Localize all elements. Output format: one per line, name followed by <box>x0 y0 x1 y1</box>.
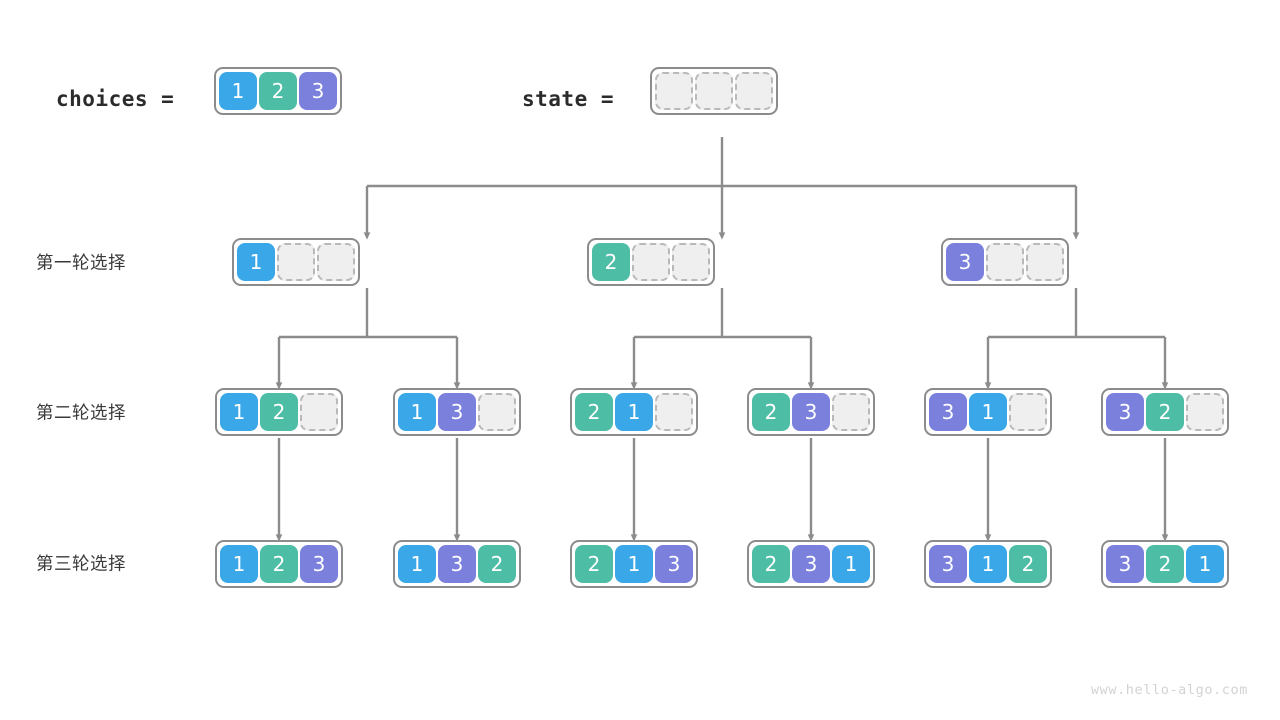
choices-cell-1: 2 <box>259 72 297 110</box>
cell-level3-0-2: 3 <box>300 545 338 583</box>
cell-level3-5-0: 3 <box>1106 545 1144 583</box>
cell-level3-0-0: 1 <box>220 545 258 583</box>
node-level2-5: 3 2 <box>1101 388 1229 436</box>
cell-level1-1-0: 2 <box>592 243 630 281</box>
cell-level1-2-2 <box>1026 243 1064 281</box>
node-level3-5: 3 2 1 <box>1101 540 1229 588</box>
row-label-round-2: 第二轮选择 <box>36 403 126 424</box>
cell-level2-1-2 <box>478 393 516 431</box>
cell-level2-4-0: 3 <box>929 393 967 431</box>
cell-level2-2-2 <box>655 393 693 431</box>
cell-level1-0-2 <box>317 243 355 281</box>
cell-level3-4-0: 3 <box>929 545 967 583</box>
cell-level2-2-0: 2 <box>575 393 613 431</box>
choices-cell-2: 3 <box>299 72 337 110</box>
cell-level2-5-2 <box>1186 393 1224 431</box>
row-label-round-1: 第一轮选择 <box>36 253 126 274</box>
node-level2-2: 2 1 <box>570 388 698 436</box>
state-array <box>650 67 778 115</box>
cell-level2-0-0: 1 <box>220 393 258 431</box>
cell-level3-2-1: 1 <box>615 545 653 583</box>
cell-level3-4-1: 1 <box>969 545 1007 583</box>
node-level1-1: 2 <box>587 238 715 286</box>
cell-level2-0-1: 2 <box>260 393 298 431</box>
node-level2-3: 2 3 <box>747 388 875 436</box>
cell-level2-3-1: 3 <box>792 393 830 431</box>
watermark: www.hello-algo.com <box>1090 682 1248 698</box>
state-cell-2 <box>735 72 773 110</box>
row-label-round-3: 第三轮选择 <box>36 554 126 575</box>
cell-level2-0-2 <box>300 393 338 431</box>
state-cell-0 <box>655 72 693 110</box>
cell-level1-0-0: 1 <box>237 243 275 281</box>
choices-array: 1 2 3 <box>214 67 342 115</box>
node-level2-1: 1 3 <box>393 388 521 436</box>
cell-level1-2-0: 3 <box>946 243 984 281</box>
node-level3-0: 1 2 3 <box>215 540 343 588</box>
choices-label: choices = <box>56 87 175 111</box>
cell-level3-5-1: 2 <box>1146 545 1184 583</box>
cell-level3-1-1: 3 <box>438 545 476 583</box>
cell-level3-4-2: 2 <box>1009 545 1047 583</box>
cell-level2-2-1: 1 <box>615 393 653 431</box>
node-level2-4: 3 1 <box>924 388 1052 436</box>
cell-level2-5-1: 2 <box>1146 393 1184 431</box>
node-level3-3: 2 3 1 <box>747 540 875 588</box>
cell-level1-0-1 <box>277 243 315 281</box>
node-level3-1: 1 3 2 <box>393 540 521 588</box>
cell-level1-1-1 <box>632 243 670 281</box>
cell-level3-2-0: 2 <box>575 545 613 583</box>
cell-level2-1-1: 3 <box>438 393 476 431</box>
cell-level3-3-1: 3 <box>792 545 830 583</box>
cell-level1-2-1 <box>986 243 1024 281</box>
node-level2-0: 1 2 <box>215 388 343 436</box>
choices-cell-0: 1 <box>219 72 257 110</box>
cell-level3-3-0: 2 <box>752 545 790 583</box>
cell-level3-5-2: 1 <box>1186 545 1224 583</box>
cell-level3-0-1: 2 <box>260 545 298 583</box>
cell-level3-1-2: 2 <box>478 545 516 583</box>
cell-level3-3-2: 1 <box>832 545 870 583</box>
node-level1-2: 3 <box>941 238 1069 286</box>
cell-level2-5-0: 3 <box>1106 393 1144 431</box>
cell-level3-1-0: 1 <box>398 545 436 583</box>
node-level1-0: 1 <box>232 238 360 286</box>
cell-level2-1-0: 1 <box>398 393 436 431</box>
cell-level2-3-0: 2 <box>752 393 790 431</box>
cell-level2-3-2 <box>832 393 870 431</box>
state-label: state = <box>522 87 615 111</box>
cell-level3-2-2: 3 <box>655 545 693 583</box>
cell-level2-4-1: 1 <box>969 393 1007 431</box>
state-cell-1 <box>695 72 733 110</box>
cell-level1-1-2 <box>672 243 710 281</box>
node-level3-4: 3 1 2 <box>924 540 1052 588</box>
cell-level2-4-2 <box>1009 393 1047 431</box>
node-level3-2: 2 1 3 <box>570 540 698 588</box>
